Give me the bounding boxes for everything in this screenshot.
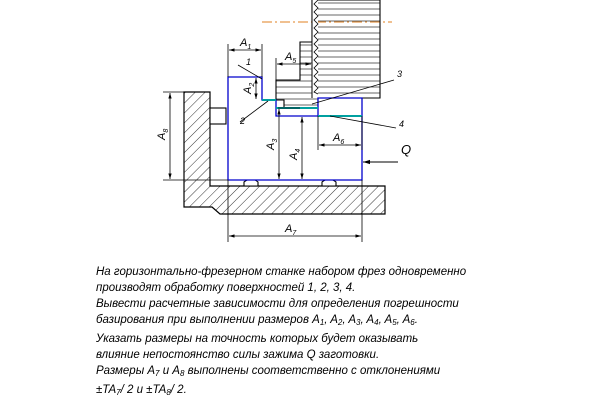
- label-a5-top: A5: [284, 51, 296, 65]
- task-line-2: производят обработку поверхностей 1, 2, …: [96, 282, 356, 294]
- task-line-7: Размеры A7 и A8 выполнены соответственно…: [96, 365, 441, 378]
- label-a8: A8: [156, 129, 170, 141]
- label-a7: A7: [284, 223, 297, 237]
- label-surface-1: 1: [246, 57, 251, 67]
- task-line-5: Указать размеры на точность которых буде…: [96, 333, 419, 345]
- leader-3: [311, 79, 395, 105]
- task-statement: На горизонтально-фрезерном станке наборо…: [96, 264, 596, 401]
- side-locator-pin: [209, 107, 227, 125]
- label-a2: A2: [242, 83, 256, 95]
- leader-1: [237, 64, 263, 80]
- fixture-body: [183, 91, 386, 215]
- task-line-3: Вывести расчетные зависимости для опреде…: [96, 298, 459, 310]
- task-line-4: базирования при выполнении размеров A1, …: [96, 314, 418, 327]
- leader-4: [329, 115, 397, 129]
- label-surface-3: 3: [397, 69, 402, 79]
- label-surface-4: 4: [399, 119, 404, 129]
- task-line-6: влияние непостоянство силы зажима Q заго…: [96, 349, 380, 361]
- label-a4: A4: [288, 149, 302, 161]
- leader-2: [239, 100, 269, 123]
- fixture-diagram: A1 A5 A2 A3 A4 A6 A8 A7 1 2 3 4 Q: [156, 0, 411, 242]
- task-line-1: На горизонтально-фрезерном станке наборо…: [96, 266, 467, 278]
- milling-cutter-set: [275, 0, 381, 109]
- label-a6: A6: [332, 132, 344, 146]
- label-a3: A3: [265, 139, 279, 151]
- label-surface-2: 2: [239, 116, 245, 126]
- task-line-8: ±TA7/ 2 и ±TA8/ 2.: [96, 384, 187, 397]
- label-a1: A1: [239, 37, 251, 51]
- label-force-q: Q: [401, 142, 411, 157]
